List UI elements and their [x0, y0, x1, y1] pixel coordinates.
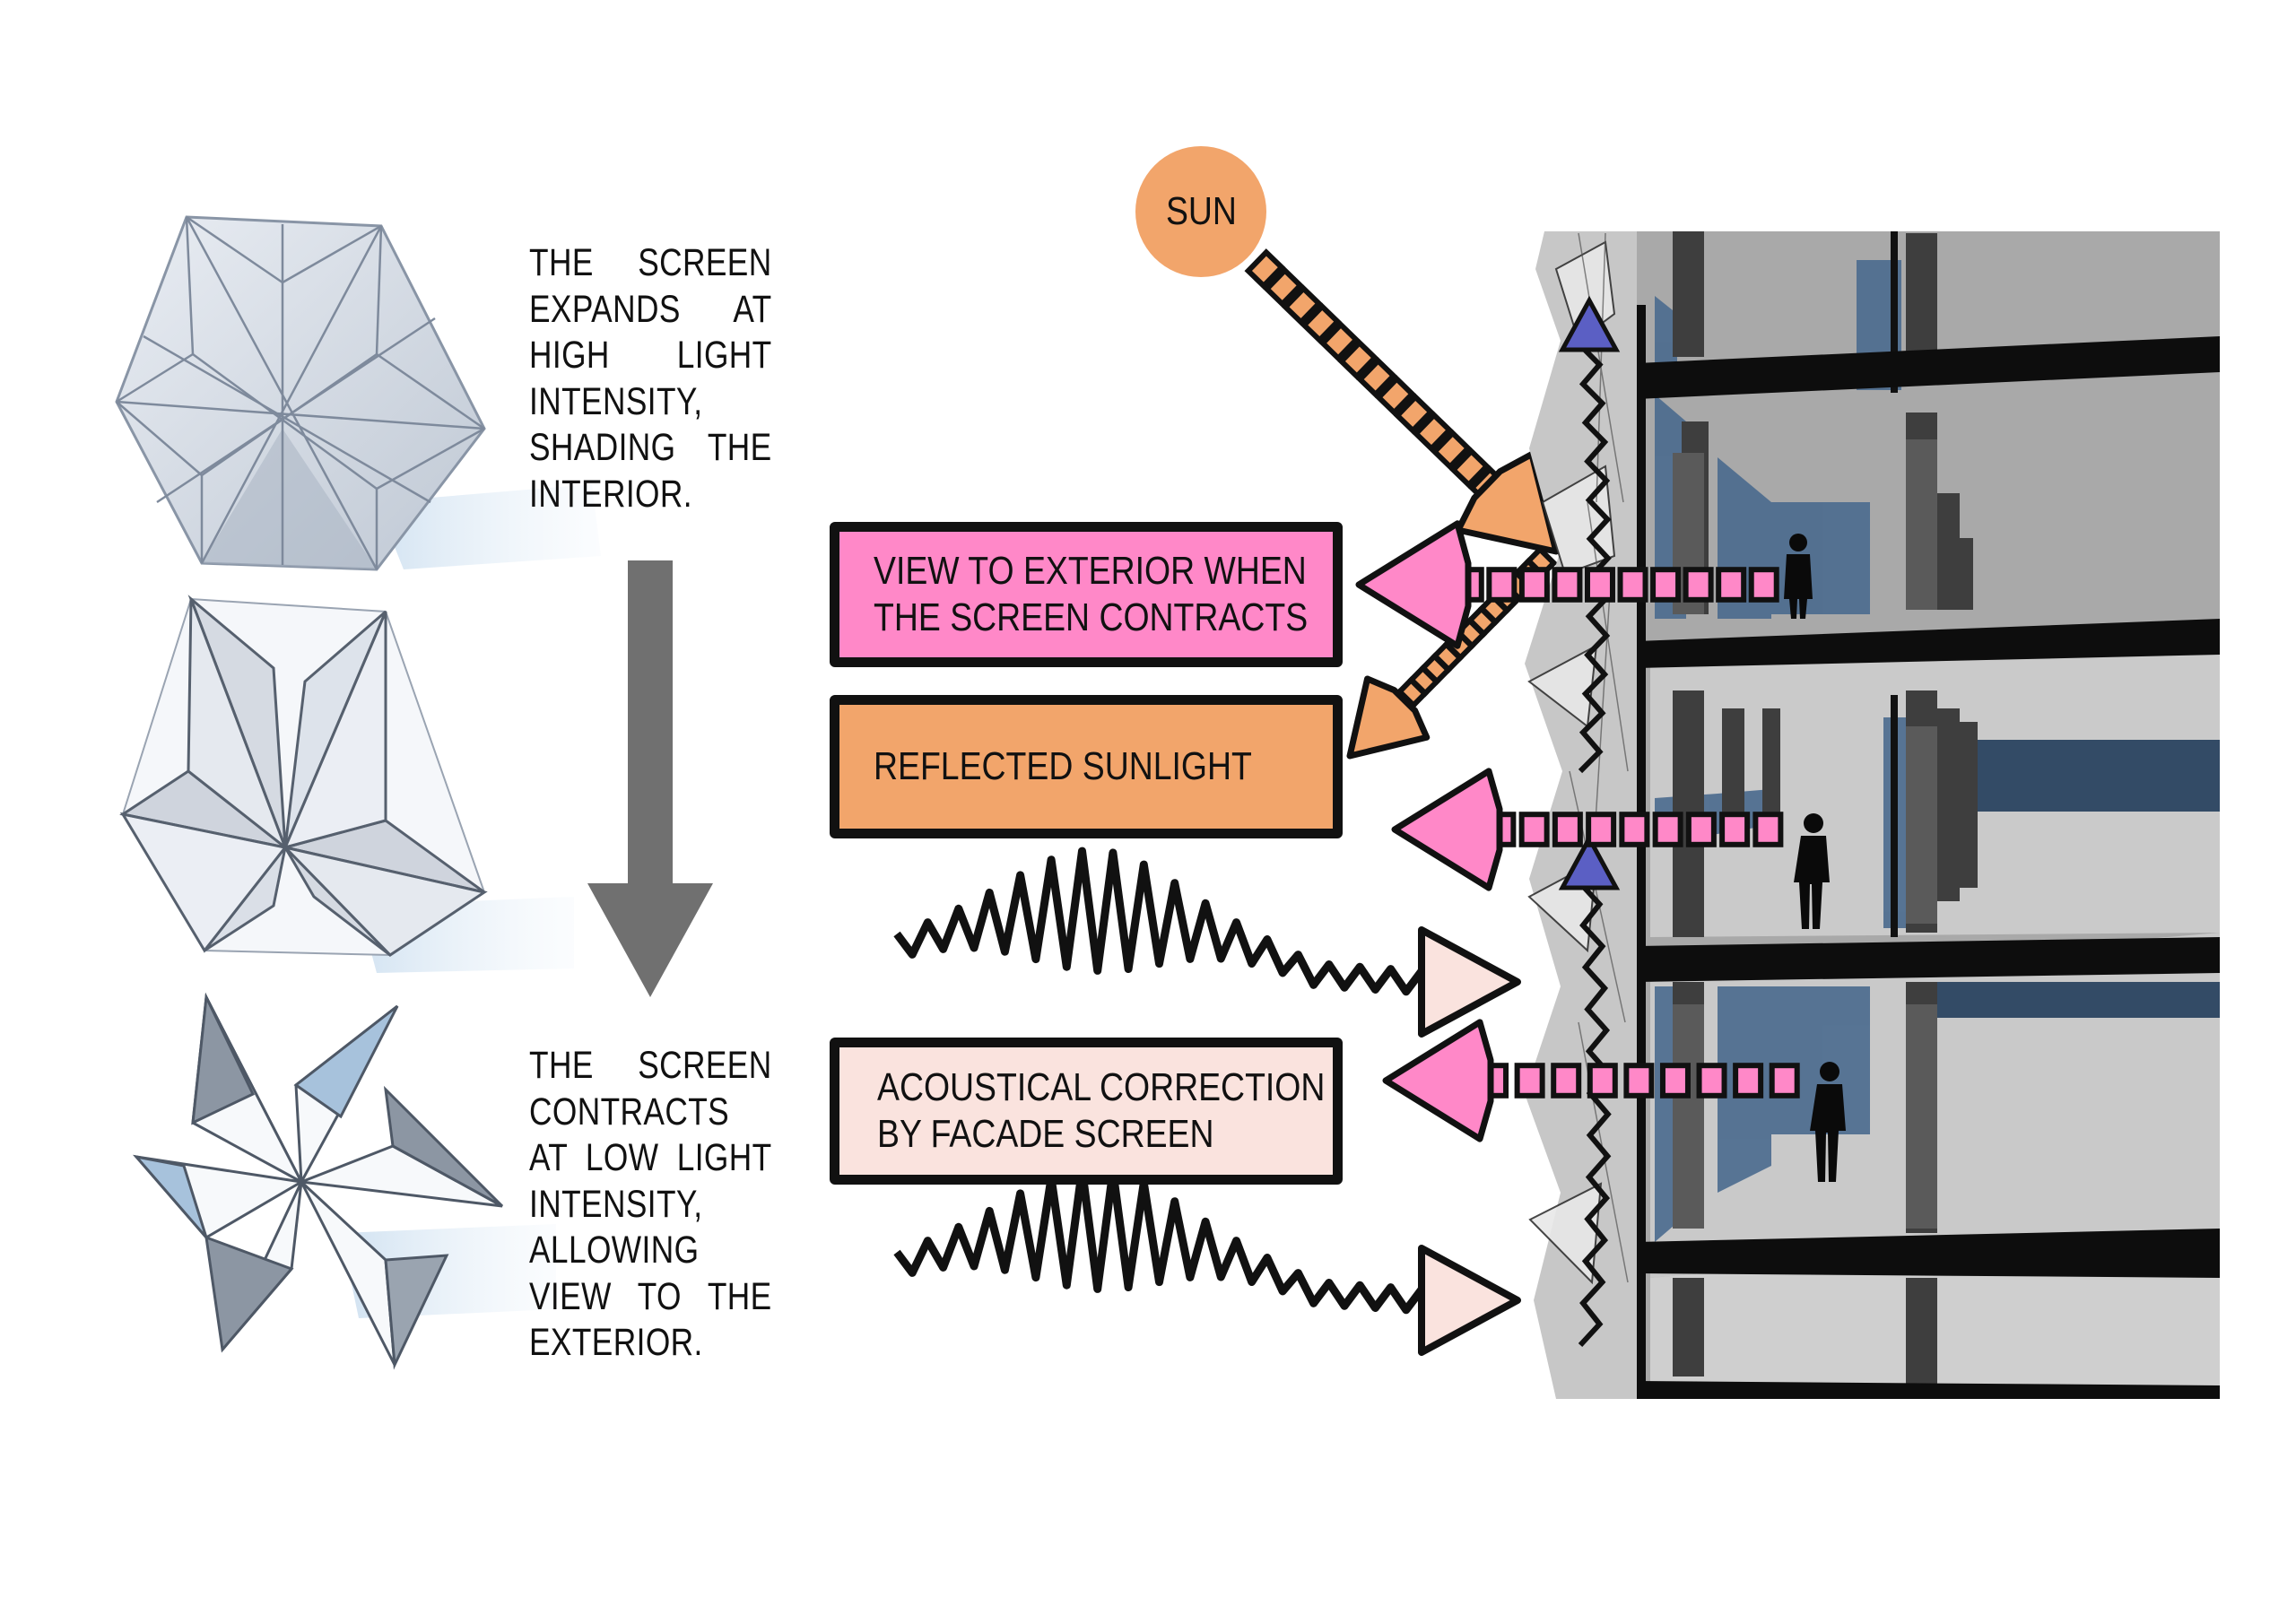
dash-segment — [1318, 320, 1361, 362]
dash-segment — [1586, 812, 1617, 847]
arrow-head — [1418, 926, 1521, 1038]
arrow-down-icon — [587, 560, 713, 997]
arrow-head — [1382, 1019, 1494, 1142]
description-line: INTENSITY, — [529, 1182, 703, 1226]
dash-segment — [1623, 1063, 1655, 1099]
contracted-description: THE SCREEN CONTRACTS AT LOW LIGHT INTENS… — [529, 1043, 772, 1367]
dash-segment — [1552, 812, 1583, 847]
dash-segment — [1683, 567, 1714, 603]
person-silhouette-icon — [1784, 534, 1813, 619]
person-silhouette-icon — [1810, 1062, 1846, 1182]
arrow-head — [1355, 520, 1472, 649]
dash-segment — [1587, 1063, 1618, 1099]
sound-wave-arrow-icon — [893, 1165, 1521, 1356]
dash-segment — [1650, 567, 1682, 603]
view-dashed-arrow-icon — [1391, 768, 1784, 891]
description-line: ALLOWING — [529, 1229, 700, 1272]
description-line: HIGH LIGHT — [529, 334, 772, 377]
dash-segment — [1518, 567, 1550, 603]
airflow-arrow-icon — [1558, 295, 1621, 774]
airflow-line — [1578, 343, 1612, 774]
label-line: REFLECTED SUNLIGHT — [874, 744, 1252, 788]
dash-segment — [1685, 812, 1717, 847]
description-line: THE SCREEN — [529, 241, 772, 284]
description-line: SHADING THE — [529, 426, 772, 469]
airflow-arrow-icon — [1558, 833, 1621, 1348]
description-line: INTENSITY, — [529, 379, 703, 423]
dash-segment — [1619, 812, 1650, 847]
dash-segment — [1752, 812, 1784, 847]
dash-segment — [1300, 302, 1342, 344]
view-to-exterior-label: VIEW TO EXTERIOR WHEN THE SCREEN CONTRAC… — [830, 522, 1343, 667]
description-line: CONTRACTS — [529, 1090, 730, 1133]
view-dashed-arrow-icon — [1382, 1019, 1800, 1142]
dash-segment — [1696, 1063, 1727, 1099]
dash-segment — [1551, 1063, 1582, 1099]
sun-label: SUN — [1165, 189, 1237, 233]
description-line: AT LOW LIGHT — [529, 1136, 772, 1179]
person-silhouette-icon — [1794, 813, 1830, 929]
dash-segment — [1514, 1063, 1545, 1099]
dash-segment — [1552, 567, 1583, 603]
dash-segment — [1431, 429, 1473, 471]
dash-segment — [1337, 338, 1379, 380]
star-screen-panel-half-icon — [119, 595, 574, 973]
dash-segment — [1617, 567, 1648, 603]
description-line: EXTERIOR. — [529, 1321, 703, 1364]
arrow-head — [1558, 295, 1621, 352]
dash-segment — [1263, 266, 1305, 308]
dash-segment — [1282, 284, 1323, 326]
star-screen-panel-icon — [133, 992, 556, 1370]
airflow-line — [1578, 881, 1612, 1348]
dash-segment — [1719, 812, 1751, 847]
hexagon-screen-panel-icon — [115, 215, 601, 571]
dash-segment — [1733, 1063, 1764, 1099]
dash-segment — [1769, 1063, 1800, 1099]
wave-line — [893, 847, 1425, 996]
dash-segment — [1584, 567, 1615, 603]
sunlight-dashed-arrow-icon — [1244, 248, 1560, 555]
dash-segment — [1486, 567, 1518, 603]
acoustical-correction-label: ACOUSTICAL CORRECTION BY FACADE SCREEN — [830, 1038, 1343, 1185]
description-line: THE SCREEN — [529, 1044, 772, 1087]
sun-icon — [1135, 146, 1266, 277]
view-dashed-arrow-icon — [1355, 520, 1779, 649]
dash-segment — [1748, 567, 1779, 603]
dash-segment — [1652, 812, 1683, 847]
wave-line — [893, 1165, 1425, 1315]
description-line: VIEW TO THE — [529, 1274, 772, 1318]
expanded-description: THE SCREEN EXPANDS AT HIGH LIGHT INTENSI… — [529, 240, 772, 517]
arrow-head — [1558, 833, 1621, 890]
dash-segment — [1449, 447, 1491, 489]
dash-segment — [1659, 1063, 1691, 1099]
label-line: THE SCREEN CONTRACTS — [874, 595, 1309, 639]
arrow-head — [1346, 675, 1431, 760]
description-line: EXPANDS AT — [529, 287, 772, 331]
reflected-sunlight-label: REFLECTED SUNLIGHT — [830, 695, 1343, 838]
dash-segment — [1356, 357, 1397, 399]
dash-segment — [1412, 411, 1454, 453]
label-line: ACOUSTICAL CORRECTION — [877, 1065, 1326, 1109]
dash-segment — [1716, 567, 1747, 603]
label-line: BY FACADE SCREEN — [877, 1112, 1214, 1156]
arrow-head — [1418, 1245, 1521, 1356]
arrow-head — [1391, 768, 1503, 891]
label-line: VIEW TO EXTERIOR WHEN — [874, 549, 1307, 593]
sound-wave-arrow-icon — [893, 847, 1521, 1038]
dash-segment — [1393, 393, 1435, 435]
description-line: INTERIOR. — [529, 472, 692, 516]
dash-segment — [1375, 375, 1416, 417]
dash-segment — [1244, 248, 1286, 291]
dash-segment — [1518, 812, 1550, 847]
